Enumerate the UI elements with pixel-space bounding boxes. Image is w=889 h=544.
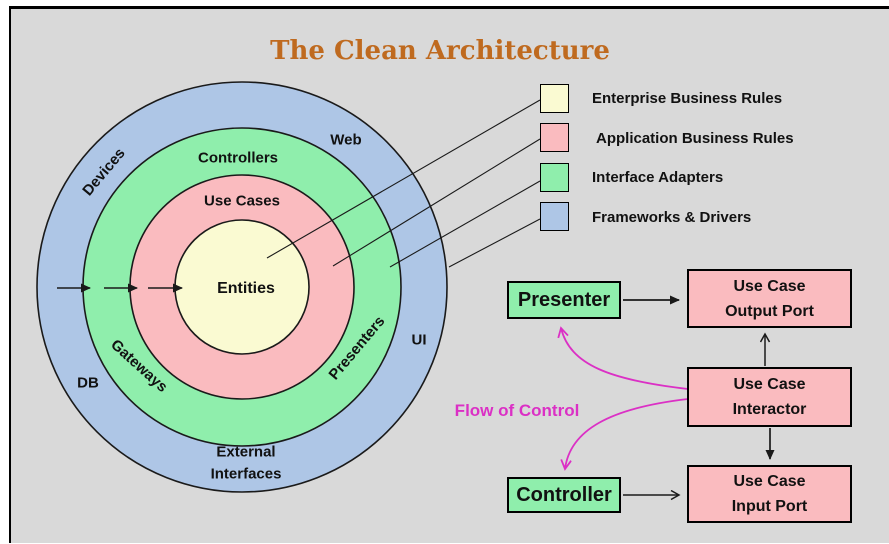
interactor-line1: Use Case xyxy=(733,376,806,393)
ring-label-entities: Entities xyxy=(217,280,275,297)
ring-label-db: DB xyxy=(77,374,99,392)
ring-label-ui: UI xyxy=(411,331,427,349)
input-port-line1: Use Case xyxy=(733,473,806,490)
legend-swatch-application xyxy=(540,123,569,152)
use-case-input-port-box: Use Case Input Port xyxy=(687,465,852,523)
legend-swatch-adapters xyxy=(540,163,569,192)
legend-label-enterprise: Enterprise Business Rules xyxy=(592,90,783,107)
ring-label-interfaces: Interfaces xyxy=(210,465,282,483)
ring-label-controllers: Controllers xyxy=(197,149,279,167)
presenter-box-label: Presenter xyxy=(517,288,611,311)
output-port-line1: Use Case xyxy=(733,277,806,295)
ring-label-web: Web xyxy=(330,131,362,149)
legend-label-frameworks: Frameworks & Drivers xyxy=(592,209,752,226)
legend-label-application: Application Business Rules xyxy=(596,130,794,147)
flow-of-control-label: Flow of Control xyxy=(454,401,580,420)
controller-box-label: Controller xyxy=(516,483,612,506)
input-port-line2: Input Port xyxy=(731,498,808,515)
use-case-interactor-box: Use Case Interactor xyxy=(687,367,852,427)
legend-swatch-enterprise xyxy=(540,84,569,113)
presenter-box: Presenter xyxy=(507,281,621,319)
ring-label-external: External xyxy=(216,443,276,461)
use-case-output-port-box: Use Case Output Port xyxy=(687,269,852,328)
legend-label-adapters: Interface Adapters xyxy=(592,169,724,186)
ring-label-use-cases: Use Cases xyxy=(204,192,280,210)
page-title: The Clean Architecture xyxy=(270,36,610,66)
controller-box: Controller xyxy=(507,477,621,513)
interactor-line2: Interactor xyxy=(732,401,807,418)
output-port-line2: Output Port xyxy=(725,302,814,320)
legend-swatch-frameworks xyxy=(540,202,569,231)
